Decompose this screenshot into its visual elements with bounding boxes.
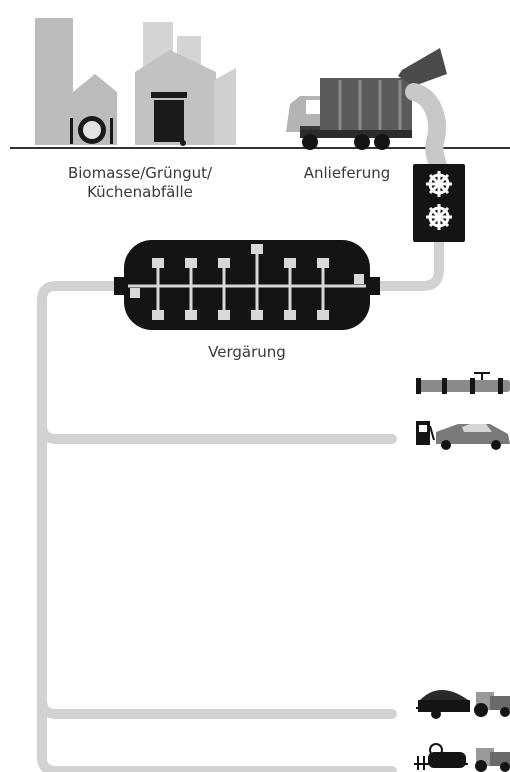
garbage-truck-icon bbox=[286, 48, 447, 150]
pipe-network bbox=[37, 235, 444, 772]
biomass-label-line1: Biomasse/Grüngut/ bbox=[67, 164, 213, 182]
waste-bin-icon bbox=[151, 92, 187, 146]
fuel-pump-car-icon bbox=[416, 421, 510, 450]
shredder-icon bbox=[413, 164, 465, 242]
fermenter-tank-icon bbox=[114, 240, 380, 330]
delivery-label: Anlieferung bbox=[303, 164, 391, 182]
fermentation-label: Vergärung bbox=[208, 343, 286, 361]
tractor-tank-icon bbox=[414, 743, 510, 772]
gas-pipeline-icon bbox=[416, 372, 510, 394]
city-buildings-icon bbox=[35, 18, 236, 145]
biomass-label-line2: Küchenabfälle bbox=[87, 183, 193, 201]
plate-cutlery-icon bbox=[70, 116, 113, 144]
tractor-trailer-icon bbox=[416, 690, 510, 719]
